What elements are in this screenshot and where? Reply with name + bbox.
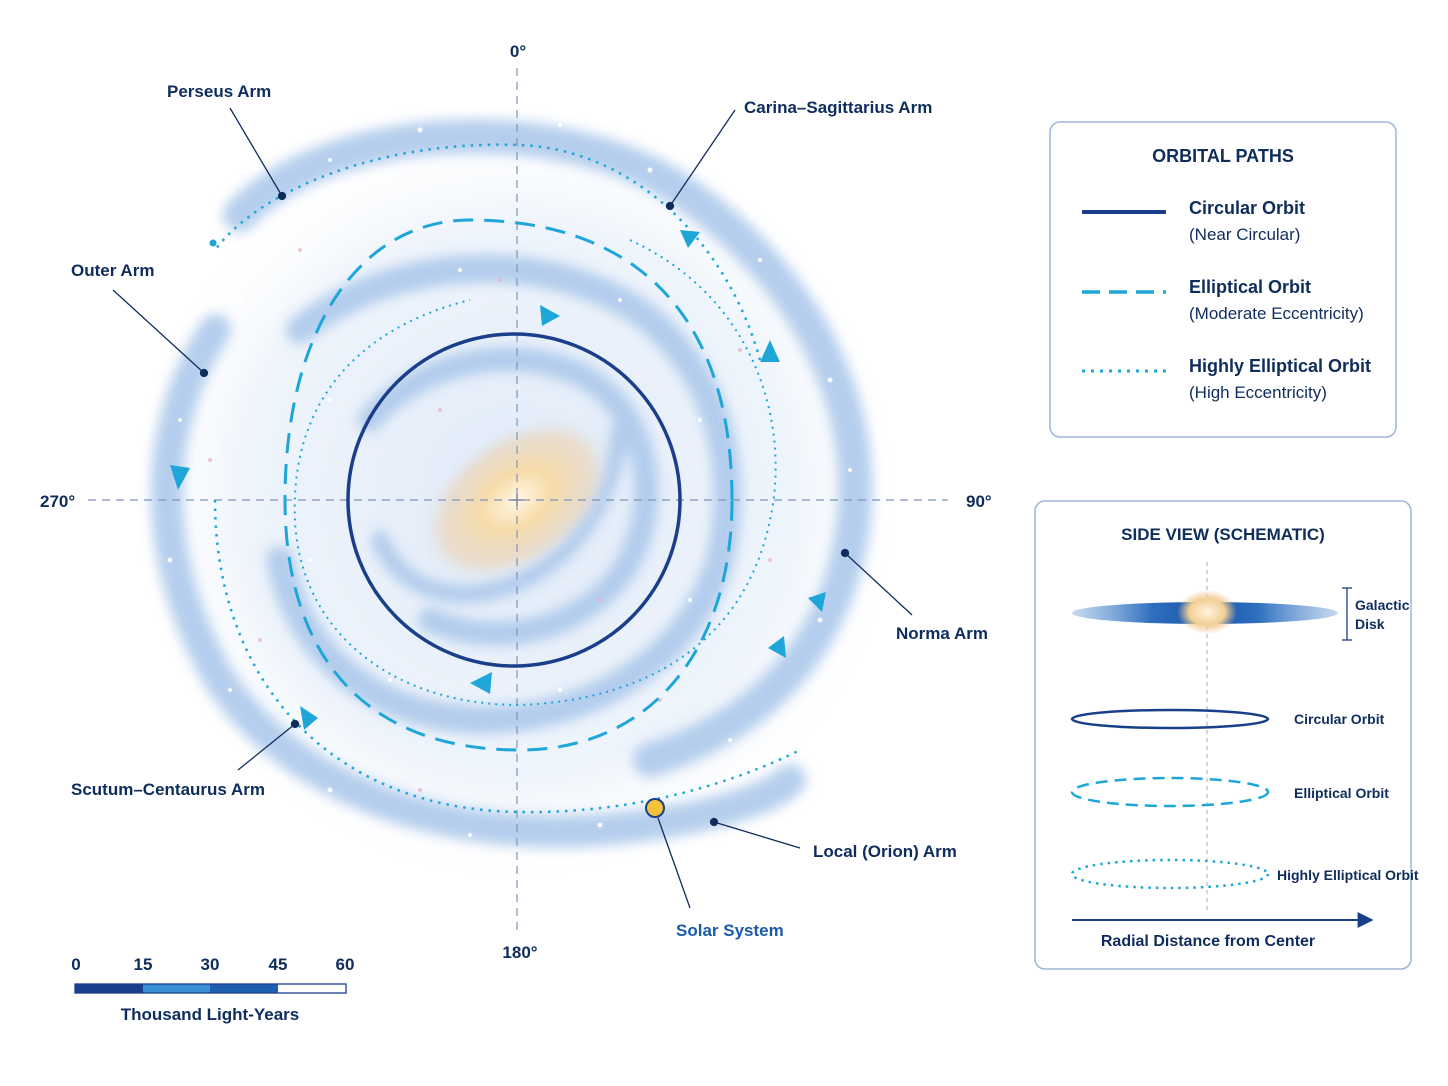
orbital-paths-legend: ORBITAL PATHS Circular Orbit (Near Circu…	[1049, 121, 1397, 438]
inner-dotted-orbit	[293, 239, 777, 707]
angle-90-label: 90°	[966, 492, 992, 511]
scale-tick-30: 30	[201, 955, 220, 974]
radial-distance-label: Radial Distance from Center	[1101, 933, 1315, 950]
side-view-title: SIDE VIEW (SCHEMATIC)	[1121, 525, 1325, 544]
legend-title: ORBITAL PATHS	[1152, 146, 1294, 166]
legend-highly-name: Highly Elliptical Orbit	[1189, 356, 1371, 376]
scale-bar: 0 15 30 45 60 Thousand Light-Years	[71, 955, 354, 1024]
side-highly-elliptical-orbit	[1070, 858, 1270, 890]
carina-arm-label: Carina–Sagittarius Arm	[744, 98, 932, 117]
side-highly-label: Highly Elliptical Orbit	[1277, 867, 1419, 883]
arrow-scutum	[300, 706, 318, 730]
side-bulge	[1177, 590, 1237, 634]
arm-inner-band-1	[266, 254, 742, 735]
scutum-arm-label: Scutum–Centaurus Arm	[71, 780, 265, 799]
arm-outer-band	[150, 314, 806, 848]
side-view-panel: SIDE VIEW (SCHEMATIC) Galactic Disk Circ…	[1034, 500, 1419, 970]
spiral-arms	[150, 119, 873, 848]
legend-circular-sub: (Near Circular)	[1189, 225, 1300, 244]
outer-arm-label: Outer Arm	[71, 261, 154, 280]
angle-0-label: 0°	[510, 42, 526, 61]
angle-axes	[88, 68, 948, 930]
angle-180-label: 180°	[502, 943, 537, 962]
norma-arm-label: Norma Arm	[896, 624, 988, 643]
side-elliptical-label: Elliptical Orbit	[1294, 785, 1389, 801]
arrow-right-upper	[760, 340, 780, 362]
disk-label-galactic: Galactic	[1355, 597, 1410, 613]
leader-lines	[112, 107, 913, 909]
solar-system-label: Solar System	[676, 921, 784, 940]
legend-elliptical-sub: (Moderate Eccentricity)	[1189, 304, 1364, 323]
arrow-right-mid	[768, 636, 786, 658]
pink-star-clusters	[208, 248, 772, 792]
star-speckles	[167, 123, 852, 837]
arm-inner-band-2	[358, 347, 659, 646]
circular-orbit	[346, 332, 682, 668]
arm-perseus-band	[223, 119, 873, 777]
scale-unit-label: Thousand Light-Years	[121, 1005, 300, 1024]
side-elliptical-orbit	[1070, 776, 1270, 808]
arrow-bottom-inner	[470, 672, 492, 694]
orbit-start-dot	[209, 239, 217, 247]
perseus-arm-label: Perseus Arm	[167, 82, 271, 101]
solar-system-marker	[645, 798, 665, 818]
legend-circular-name: Circular Orbit	[1189, 198, 1305, 218]
center-cross	[511, 494, 523, 506]
legend-highly-sub: (High Eccentricity)	[1189, 383, 1327, 402]
side-circular-orbit	[1070, 708, 1270, 730]
legend-elliptical-name: Elliptical Orbit	[1189, 277, 1311, 297]
orbit-arrows	[170, 230, 826, 730]
arrow-left	[170, 465, 190, 490]
elliptical-orbit	[283, 218, 734, 752]
disk-label-disk: Disk	[1355, 616, 1385, 632]
disk-thickness-bracket	[1342, 587, 1352, 641]
scale-tick-15: 15	[134, 955, 153, 974]
scale-tick-45: 45	[269, 955, 288, 974]
angle-270-label: 270°	[40, 492, 75, 511]
arrow-top	[540, 305, 560, 326]
arrow-right-lower	[808, 592, 826, 612]
side-circular-label: Circular Orbit	[1294, 711, 1385, 727]
scale-tick-60: 60	[336, 955, 355, 974]
local-arm-label: Local (Orion) Arm	[813, 842, 957, 861]
arrow-carina	[680, 230, 700, 248]
scale-tick-0: 0	[71, 955, 80, 974]
